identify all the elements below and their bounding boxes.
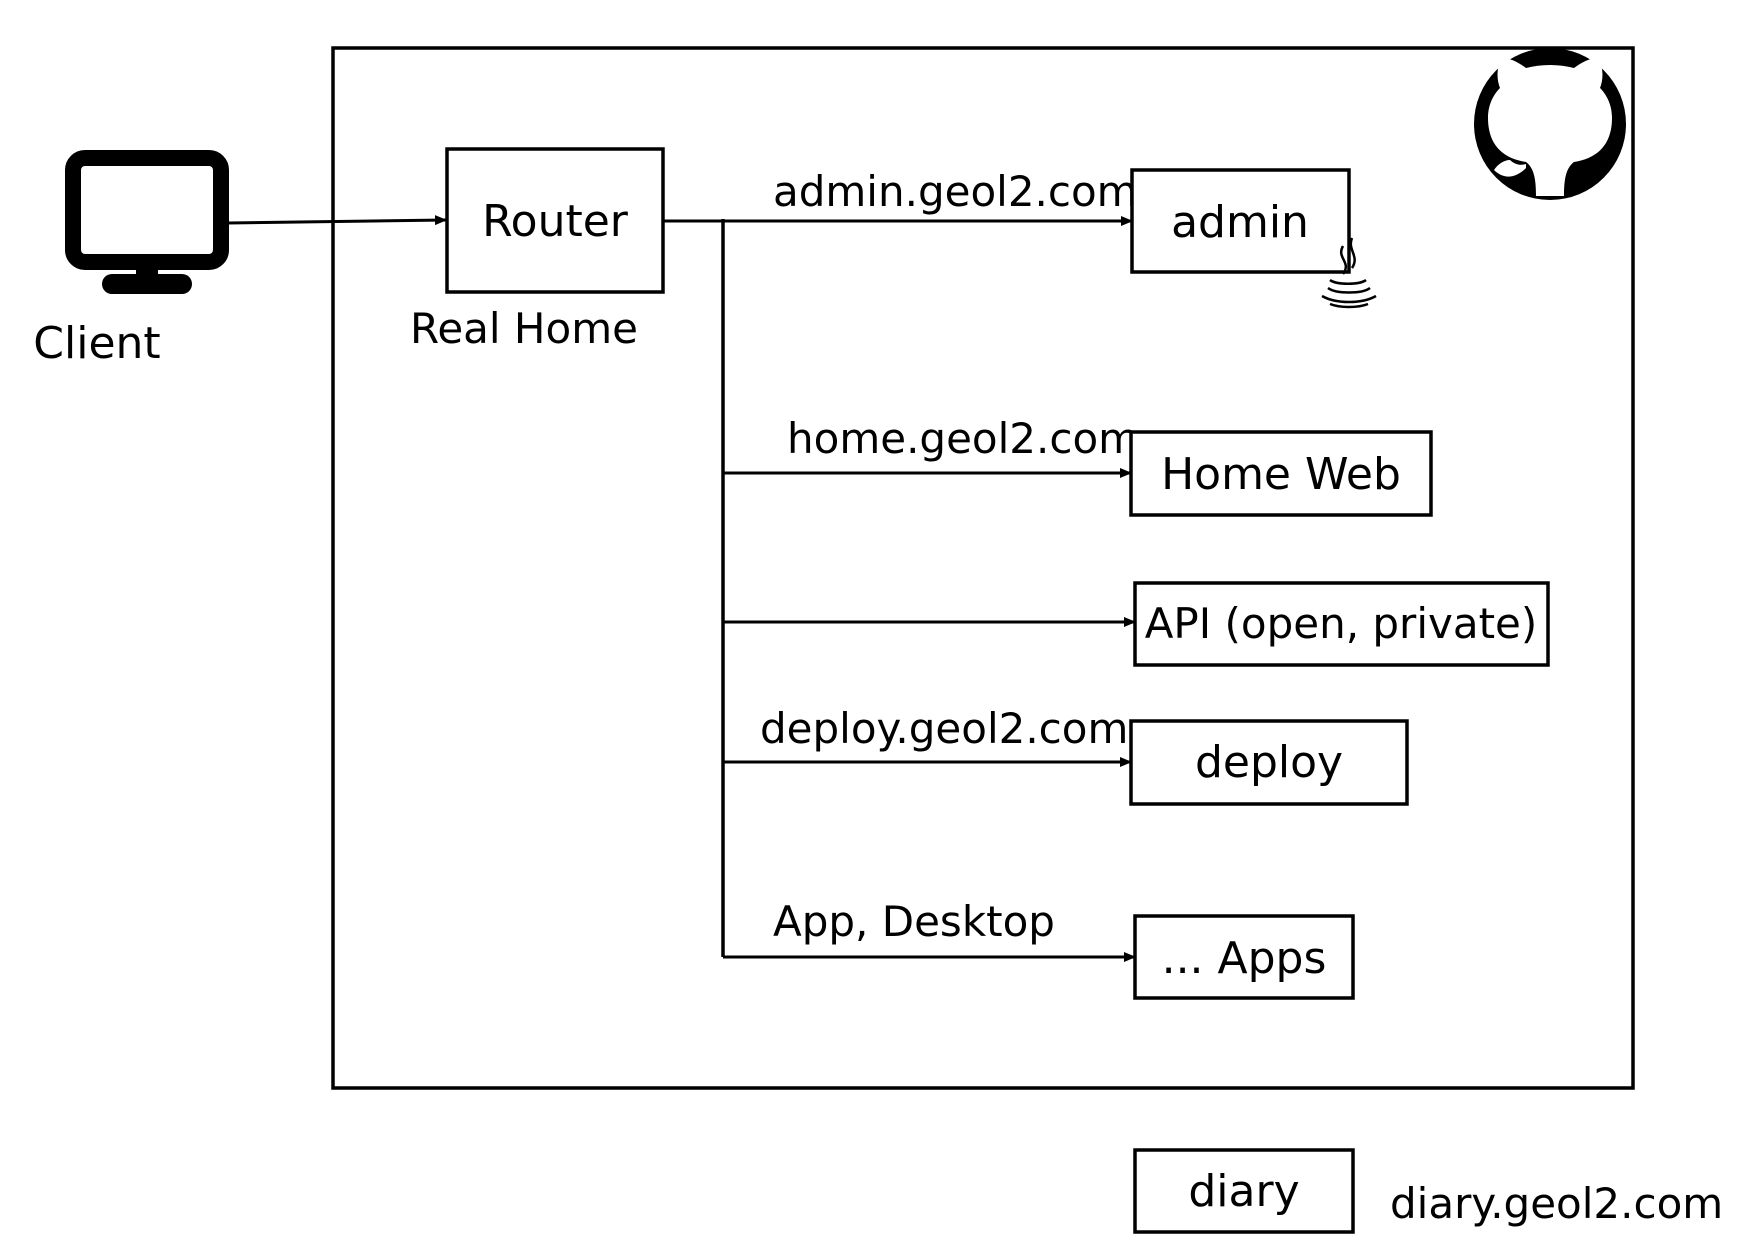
router-box[interactable] [445,147,665,294]
router-caption: Real Home [410,304,638,353]
java-icon [1321,237,1377,309]
edge-label-home: home.geol2.com [787,414,1139,463]
diary-box[interactable] [1133,1148,1355,1234]
client-label: Client [33,318,160,369]
edge-label-deploy: deploy.geol2.com [760,704,1128,753]
apps-label: ... Apps [1162,933,1327,984]
api-label: API (open, private) [1145,599,1538,648]
deploy-box[interactable] [1129,719,1409,806]
github-icon [1474,48,1626,200]
client-router-arrow [227,215,447,226]
edge-label-admin: admin.geol2.com [773,167,1138,216]
admin-label: admin [1171,197,1309,248]
monitor-icon [65,150,229,294]
server-container [331,46,1635,1090]
diary-domain: diary.geol2.com [1390,1179,1723,1228]
diary-label: diary [1188,1166,1299,1217]
api-box[interactable] [1133,581,1550,667]
router-label: Router [482,196,629,247]
apps-box[interactable] [1133,914,1355,1000]
home-web-label: Home Web [1161,449,1401,500]
admin-box[interactable] [1130,168,1351,274]
home-web-box[interactable] [1129,430,1433,517]
deploy-label: deploy [1195,737,1343,788]
edge-label-apps: App, Desktop [773,897,1055,946]
